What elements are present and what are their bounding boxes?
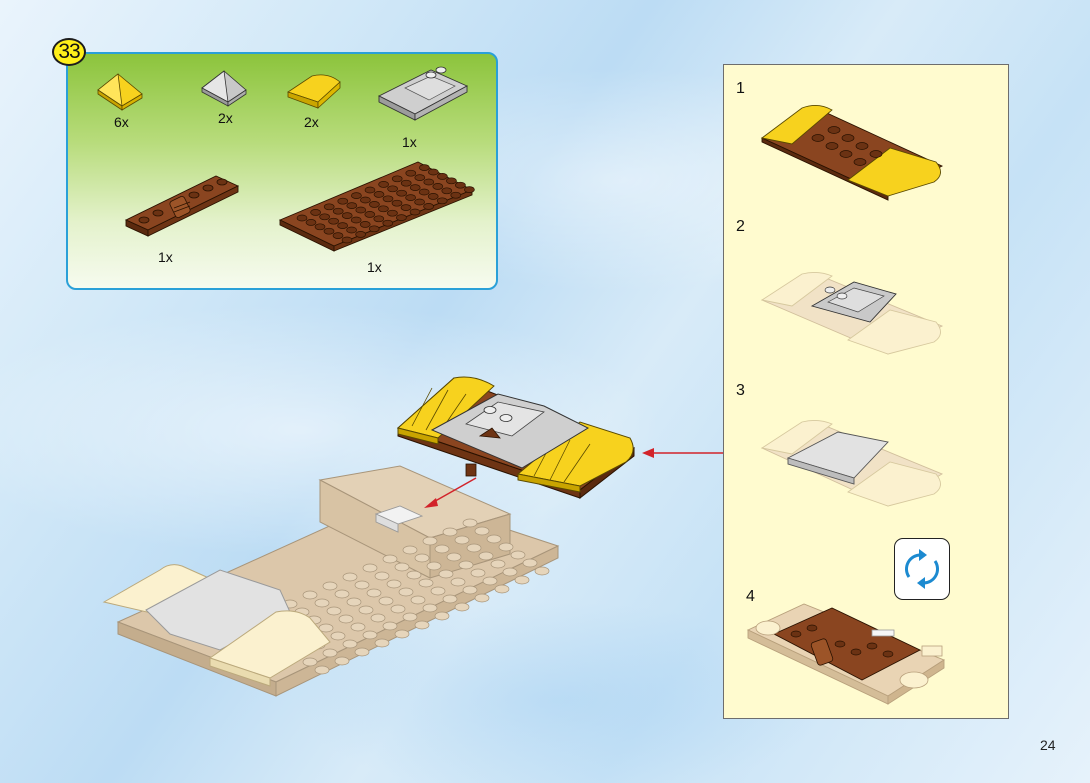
part-qty-label: 2x — [304, 114, 319, 130]
substep-2-model — [760, 271, 944, 355]
placement-arrow — [424, 477, 477, 508]
part-qty-label: 1x — [402, 134, 417, 150]
part-qty-label: 2x — [218, 110, 233, 126]
substep-number: 1 — [736, 80, 745, 97]
part-brown-plate-with-clip — [124, 175, 240, 237]
substep-3-model — [760, 419, 944, 507]
substep-number: 2 — [736, 218, 745, 235]
part-qty-label: 1x — [367, 259, 382, 275]
substep-number: 3 — [736, 382, 745, 399]
part-yellow-curved-slope — [287, 74, 341, 109]
part-yellow-slope-pyramid — [97, 73, 143, 111]
main-model-tan-base — [102, 465, 560, 697]
part-brown-plate-6x10 — [278, 161, 475, 252]
substep-1-model — [760, 105, 943, 201]
part-qty-label: 1x — [158, 249, 173, 265]
part-grey-slope-pyramid — [201, 70, 247, 107]
part-qty-label: 6x — [114, 114, 129, 130]
step-number-badge: 33 — [52, 38, 86, 66]
substep-4-model — [746, 603, 945, 705]
rotate-model-icon — [894, 538, 950, 600]
part-grey-wedge-plate — [377, 66, 469, 121]
callout-arrow — [642, 448, 726, 458]
page-number: 24 — [1040, 737, 1056, 753]
sub-assembly-model — [396, 376, 636, 500]
substep-number: 4 — [746, 588, 755, 605]
